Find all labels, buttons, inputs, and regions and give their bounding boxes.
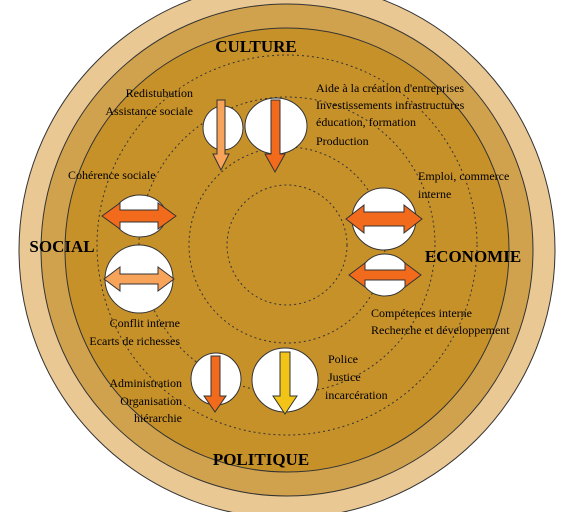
label-police: Police Justice incarcération xyxy=(325,352,388,402)
core-disc xyxy=(64,27,510,473)
dotted-circle-mid xyxy=(138,96,436,394)
label-line: Administration xyxy=(109,376,182,390)
arrow-administration xyxy=(203,355,227,413)
label-line: Aide à la création d'entreprises xyxy=(316,81,464,95)
label-line: Compétences interne xyxy=(371,306,472,320)
arrow-police xyxy=(272,351,298,415)
label-redistribution: Redistubution Assistance sociale xyxy=(105,86,193,118)
label-coherence: Cohérence sociale xyxy=(68,168,156,182)
label-line: Justice xyxy=(328,370,361,384)
label-line: Cohérence sociale xyxy=(68,168,156,182)
label-line: Investissements infrastructures xyxy=(316,98,465,112)
arrow-conflit xyxy=(103,266,175,292)
arrow-competences xyxy=(348,262,422,288)
label-line: hiérarchie xyxy=(134,411,182,425)
sector-social: SOCIAL xyxy=(29,237,94,256)
label-line: Recherche et développement xyxy=(371,323,510,337)
arrow-emploi xyxy=(345,203,423,235)
sector-politique: POLITIQUE xyxy=(213,450,309,469)
label-line: Ecarts de richesses xyxy=(89,334,180,348)
label-conflit: Conflit interne Ecarts de richesses xyxy=(89,316,180,348)
label-administration: Administration Organisation hiérarchie xyxy=(109,376,182,425)
arrow-aide xyxy=(264,99,286,174)
arrow-coherence xyxy=(101,202,177,230)
label-competences: Compétences interne Recherche et dévelop… xyxy=(371,306,510,337)
dotted-circle-outer xyxy=(96,54,478,436)
label-line: Conflit interne xyxy=(110,316,180,330)
label-line: éducation, formation xyxy=(316,115,416,129)
label-line: Organisation xyxy=(120,394,182,408)
label-line: interne xyxy=(418,187,451,201)
arrow-redistribution xyxy=(212,99,230,172)
label-aide: Aide à la création d'entreprises Investi… xyxy=(316,81,465,148)
label-emploi: Emploi, commerce interne xyxy=(418,169,509,201)
sector-culture: CULTURE xyxy=(215,37,297,56)
label-line: Production xyxy=(316,134,369,148)
label-line: Police xyxy=(328,352,358,366)
label-line: Emploi, commerce xyxy=(418,169,509,183)
label-line: Assistance sociale xyxy=(105,104,193,118)
label-line: incarcération xyxy=(325,388,388,402)
label-line: Redistubution xyxy=(126,86,193,100)
sector-economie: ECONOMIE xyxy=(425,247,521,266)
dotted-circle-center xyxy=(226,184,348,306)
